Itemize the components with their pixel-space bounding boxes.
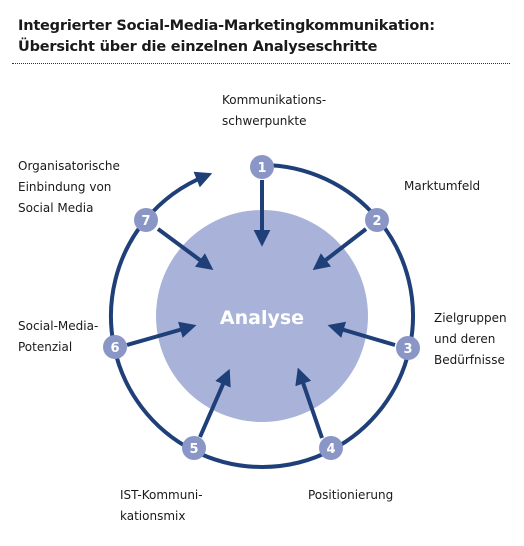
step-label-1: Kommunikations-schwerpunkte [222, 90, 326, 132]
ring-segment-1-2 [261, 163, 380, 221]
step-badge-3: 3 [396, 336, 420, 360]
step-label-line: kationsmix [120, 509, 186, 523]
step-badge-circle [182, 436, 206, 460]
ring-segment-2-3 [376, 217, 415, 349]
step-badge-circle [103, 335, 127, 359]
ring-segment-6-7 [108, 218, 148, 348]
step-number: 1 [257, 161, 266, 176]
step-label-line: Kommunikations- [222, 93, 327, 107]
spoke-arrow-4 [295, 367, 324, 439]
spoke-arrow-2 [312, 227, 368, 271]
ring-segment-4-5 [191, 448, 333, 469]
step-label-6: Social-Media- Potenzial [18, 316, 98, 358]
step-number: 7 [141, 214, 150, 229]
step-number: 4 [326, 442, 335, 457]
title-line-1: Integrierter Social-Media-Marketingkommu… [18, 18, 435, 34]
step-number: 5 [189, 442, 198, 457]
spoke-arrow-5 [198, 368, 231, 438]
diagram-title: Integrierter Social-Media-Marketingkommu… [18, 16, 508, 58]
spoke-arrow-7 [156, 227, 214, 270]
step-label-line: Marktumfeld [404, 179, 481, 193]
step-label-4: Positionierung [308, 485, 393, 506]
analyse-center-label: Analyse [220, 307, 304, 329]
spoke-arrow-3 [327, 321, 396, 347]
step-badge-5: 5 [182, 436, 206, 460]
title-divider [12, 63, 510, 64]
step-badge-4: 4 [319, 436, 343, 460]
step-badge-circle [365, 208, 389, 232]
spoke-arrow-6 [126, 321, 197, 347]
step-label-line: Zielgruppen [434, 311, 507, 325]
step-label-line: Social-Media- [18, 319, 99, 333]
title-line-2: Übersicht über die einzelnen Analyseschr… [18, 39, 378, 55]
step-label-line: Potenzial [18, 340, 73, 354]
step-badge-circle [396, 336, 420, 360]
step-badge-6: 6 [103, 335, 127, 359]
step-badge-circle [250, 155, 274, 179]
ring-segment-3-4 [331, 347, 412, 452]
step-label-line: und deren [434, 332, 496, 346]
step-label-line: Social Media [18, 201, 94, 215]
step-label-line: Organisatorische [18, 159, 120, 173]
step-number: 6 [110, 341, 119, 356]
ring-segment-5-6 [112, 346, 194, 452]
step-label-5: IST-Kommuni-kationsmix [120, 485, 203, 527]
step-label-2: Marktumfeld [404, 176, 480, 197]
step-badge-circle [134, 208, 158, 232]
step-label-line: Bedürfnisse [434, 353, 505, 367]
step-number: 2 [372, 214, 381, 229]
step-label-line: Positionierung [308, 488, 394, 502]
step-label-line: IST-Kommuni- [120, 488, 203, 502]
step-label-line: Einbindung von [18, 180, 112, 194]
step-label-line: schwerpunkte [222, 114, 307, 128]
step-badge-2: 2 [365, 208, 389, 232]
step-number: 3 [403, 342, 412, 357]
step-badge-circle [319, 436, 343, 460]
step-badge-7: 7 [134, 208, 158, 232]
step-badge-1: 1 [250, 155, 274, 179]
